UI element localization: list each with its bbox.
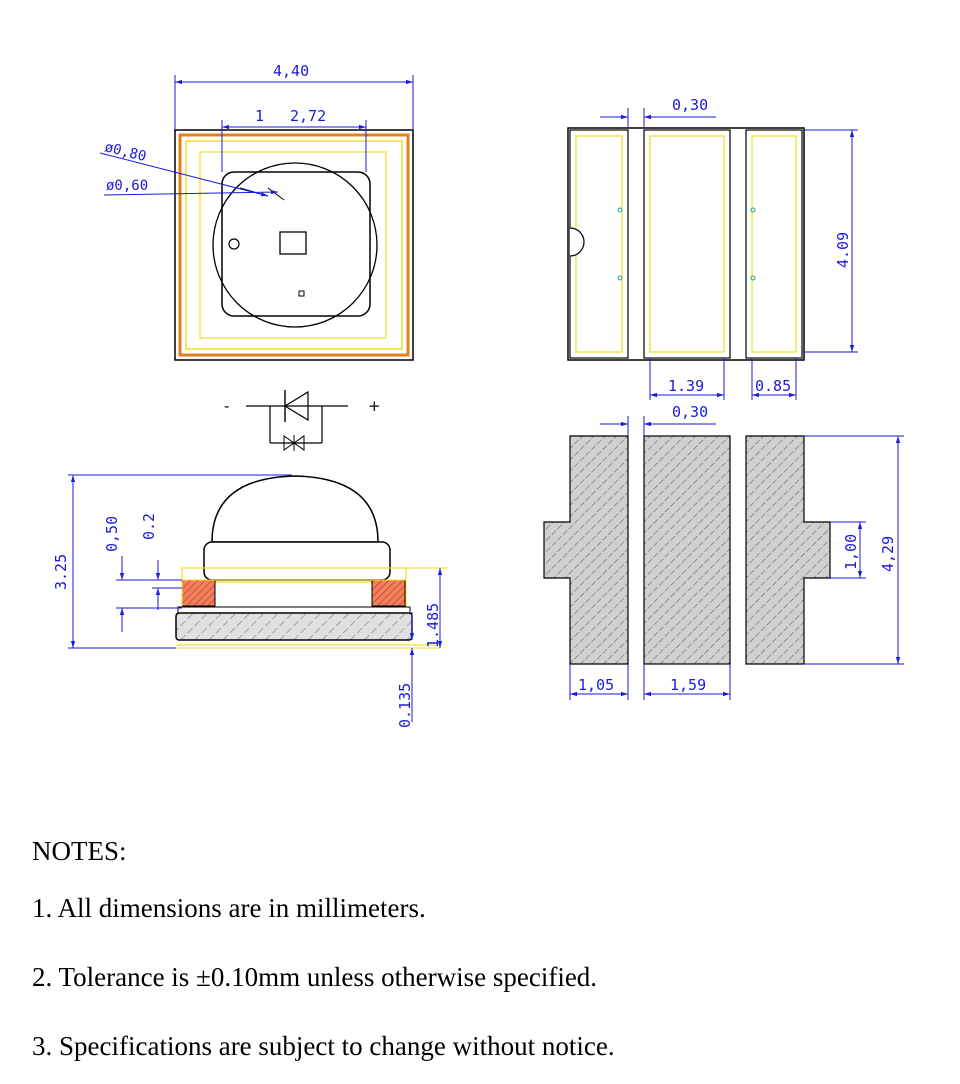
diode-schematic: - +	[224, 390, 381, 451]
dim-pad-offset: 1	[255, 107, 264, 125]
dim-side-pad: 0.85	[755, 377, 791, 395]
note-item: 2. Tolerance is ±0.10mm unless otherwise…	[32, 962, 598, 992]
dim-center-pad: 1.39	[668, 377, 704, 395]
note-item: 3. Specifications are subject to change …	[32, 1031, 615, 1061]
anode-sign: +	[368, 397, 381, 415]
dim-diameter-060: ø0,60	[106, 178, 148, 194]
dim-footprint-gap: 0,30	[672, 403, 708, 421]
dim-lens-width: 2,72	[290, 107, 326, 125]
dim-back-height: 4.09	[834, 232, 852, 268]
dim-footprint-height: 4,29	[879, 536, 897, 572]
dim-tab-height: 1,00	[842, 534, 860, 570]
note-item: 1. All dimensions are in millimeters.	[32, 893, 426, 923]
notes-title: NOTES:	[32, 836, 127, 866]
top-view: 4,40 1 2,72 ø0,80 ø0,60	[99, 62, 414, 361]
led-package-drawing: 4,40 1 2,72 ø0,80 ø0,60 - +	[52, 62, 904, 728]
dim-base-height: 1.485	[424, 603, 442, 648]
dim-center-pad-footprint: 1,59	[670, 676, 706, 694]
dim-02: 0.2	[140, 513, 158, 540]
dim-bottom: 0.135	[396, 683, 414, 728]
dim-left-pad: 1,05	[578, 676, 614, 694]
footprint-view: 0,30 1,05 1,59 1,00 4,29	[543, 403, 904, 700]
dim-total-height: 3.25	[52, 554, 70, 590]
back-view: 0,30 4.09 1.39 0.85	[567, 96, 858, 400]
dim-width-440: 4,40	[273, 62, 309, 80]
dim-diameter-080: ø0,80	[103, 139, 148, 165]
notes-section: NOTES: 1. All dimensions are in millimet…	[32, 828, 932, 1081]
side-view: 3.25 0,50 0.2 1.485 0.135	[52, 474, 448, 728]
cathode-sign: -	[224, 397, 229, 415]
dim-gap-top: 0,30	[672, 96, 708, 114]
dim-050: 0,50	[103, 516, 121, 552]
